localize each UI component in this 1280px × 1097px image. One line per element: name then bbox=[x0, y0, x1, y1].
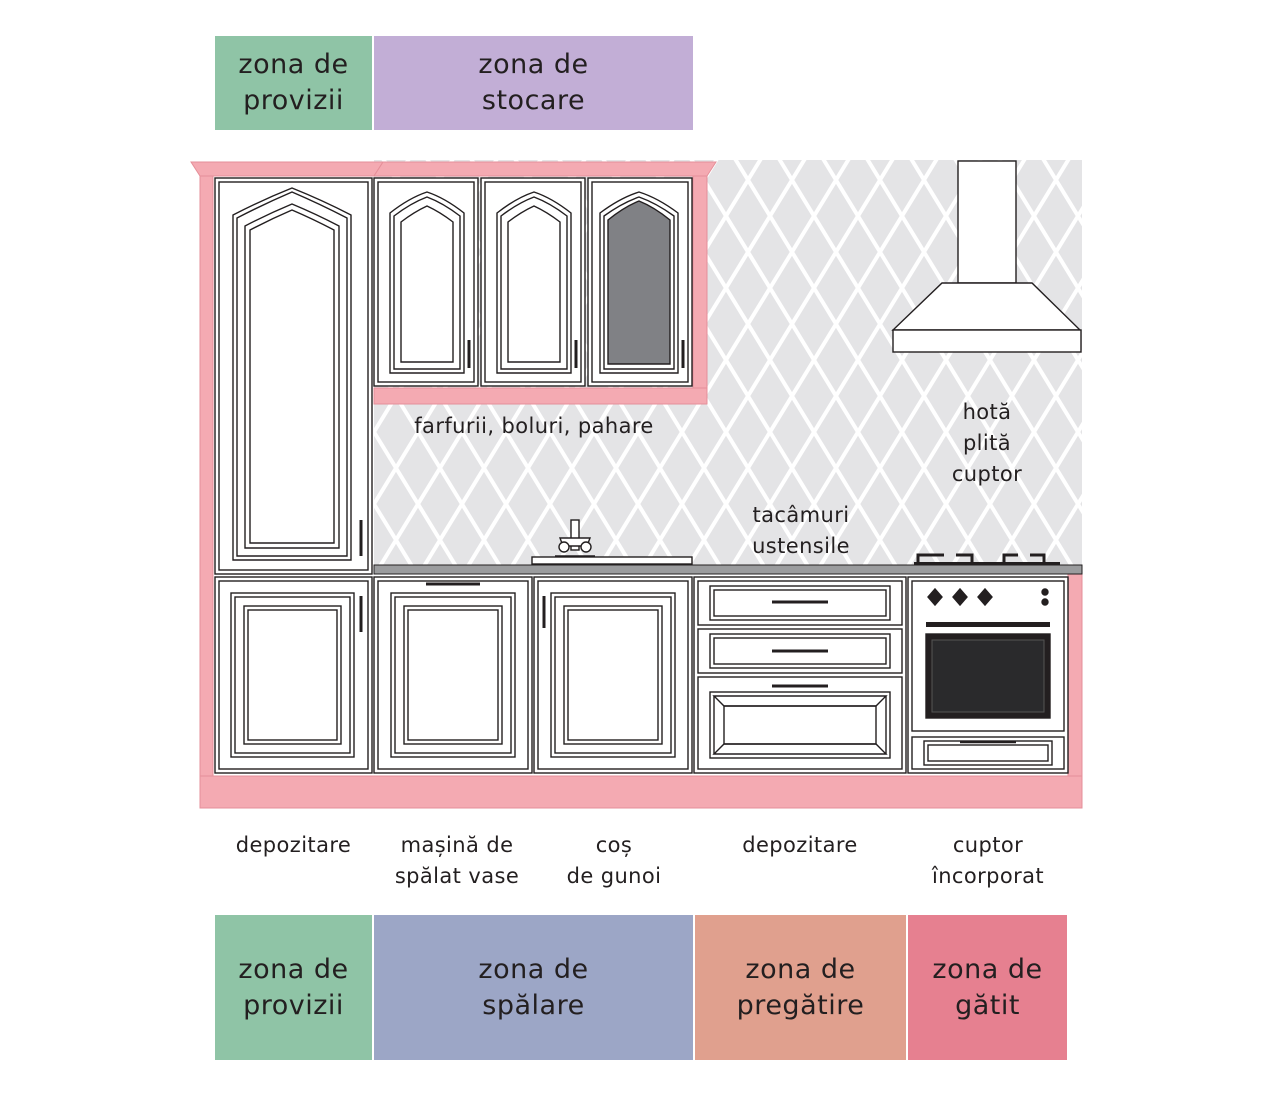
base-cabinet-trash bbox=[533, 576, 693, 774]
annotation-wall-cabinets: farfurii, boluri, pahare bbox=[414, 414, 654, 438]
built-in-oven bbox=[907, 576, 1069, 774]
label-drawers-storage: depozitare bbox=[742, 833, 858, 857]
zone-stocare-top: zona de stocare bbox=[374, 36, 693, 130]
wall-cabinet-1 bbox=[373, 177, 479, 387]
oven-knob-2-icon bbox=[952, 587, 968, 607]
zone-gatit: zona de gătit bbox=[908, 915, 1067, 1060]
countertop bbox=[373, 564, 1083, 575]
zone-provizii-bottom: zona de provizii bbox=[215, 915, 372, 1060]
oven-knob-3-icon bbox=[977, 587, 993, 607]
label-dishwasher: mașină de spălat vase bbox=[394, 833, 520, 888]
range-hood bbox=[891, 160, 1082, 353]
pink-frame bbox=[190, 161, 1083, 809]
zone-gatit-label: zona de gătit bbox=[932, 953, 1043, 1021]
base-cabinet-storage bbox=[214, 576, 373, 774]
zone-stocare-top-label: zona de stocare bbox=[478, 49, 589, 116]
zone-provizii-top-label: zona de provizii bbox=[238, 49, 349, 116]
annotation-cooking-appliances: hotă plită cuptor bbox=[951, 400, 1023, 486]
oven-knob-1-icon bbox=[927, 587, 943, 607]
label-trash: coș de gunoi bbox=[566, 833, 662, 888]
cooktop-burners bbox=[914, 553, 1060, 565]
zone-provizii-top: zona de provizii bbox=[215, 36, 372, 130]
wall-cabinet-2 bbox=[480, 177, 586, 387]
wall-cabinet-glass bbox=[587, 177, 693, 387]
pantry-tall-cabinet bbox=[214, 177, 373, 575]
annotation-drawers-content: tacâmuri ustensile bbox=[752, 503, 850, 558]
base-cabinet-dishwasher bbox=[373, 576, 533, 774]
zone-spalare-label: zona de spălare bbox=[478, 953, 589, 1021]
label-pantry-storage: depozitare bbox=[235, 833, 352, 857]
label-built-in-oven: cuptor încorporat bbox=[931, 833, 1045, 888]
zone-pregatire-label: zona de pregătire bbox=[736, 953, 865, 1021]
zone-pregatire: zona de pregătire bbox=[695, 915, 906, 1060]
sink-faucet bbox=[531, 519, 693, 565]
base-cabinet-drawers bbox=[693, 576, 907, 774]
zone-provizii-bottom-label: zona de provizii bbox=[238, 953, 349, 1021]
zone-spalare: zona de spălare bbox=[374, 915, 693, 1060]
